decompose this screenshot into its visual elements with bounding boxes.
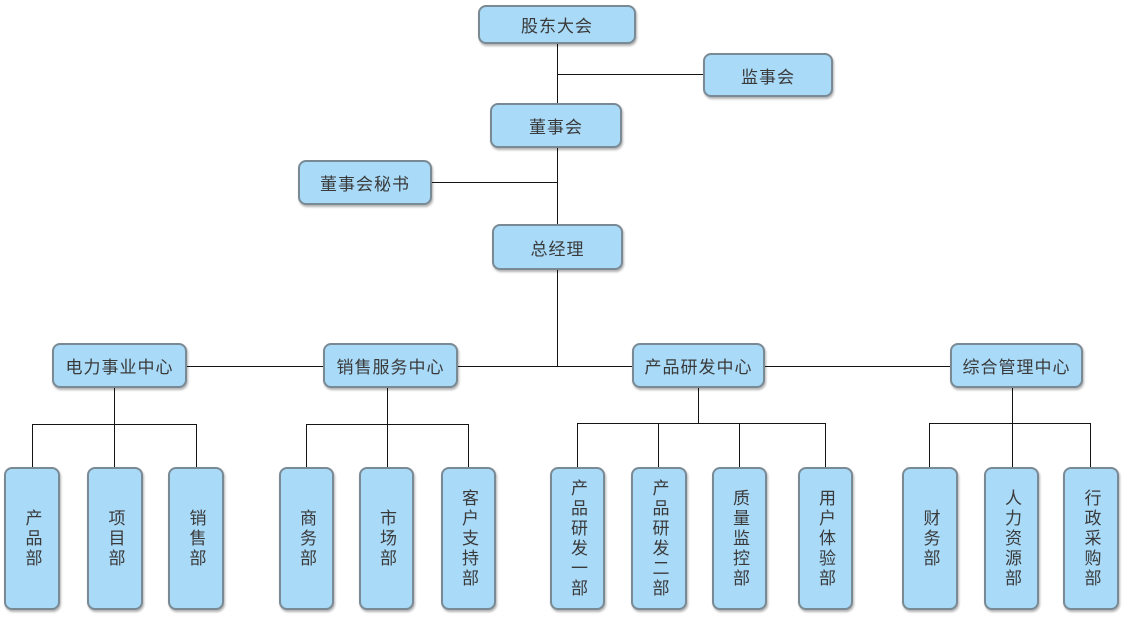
node-dept-sales[interactable]: 销售部: [168, 467, 224, 610]
node-center-general-management[interactable]: 综合管理中心: [950, 343, 1083, 388]
node-dept-admin-procurement[interactable]: 行政采购部: [1063, 467, 1119, 610]
node-general-manager[interactable]: 总经理: [492, 224, 623, 270]
connector-line: [929, 423, 930, 467]
connector-line: [698, 388, 699, 423]
node-shareholders-meeting[interactable]: 股东大会: [478, 5, 636, 44]
connector-line: [32, 424, 33, 467]
node-board-secretary[interactable]: 董事会秘书: [298, 160, 432, 205]
connector-line: [1090, 423, 1091, 467]
node-dept-quality-control[interactable]: 质量监控部: [712, 467, 767, 610]
connector-line: [739, 423, 740, 467]
connector-line: [196, 424, 197, 467]
connector-line: [114, 388, 115, 467]
node-dept-product[interactable]: 产品部: [4, 467, 60, 610]
connector-line: [557, 270, 558, 366]
connector-line: [1012, 388, 1013, 467]
connector-line: [432, 182, 557, 183]
connector-line: [825, 423, 826, 467]
node-center-product-rd[interactable]: 产品研发中心: [632, 343, 765, 388]
connector-line: [306, 424, 307, 467]
connector-line: [187, 366, 950, 367]
node-center-power-business[interactable]: 电力事业中心: [52, 343, 187, 388]
node-dept-user-experience[interactable]: 用户体验部: [798, 467, 853, 610]
node-dept-market[interactable]: 市场部: [359, 467, 414, 610]
node-dept-project[interactable]: 项目部: [87, 467, 143, 610]
node-supervisory-board[interactable]: 监事会: [703, 53, 833, 97]
node-dept-rd-1[interactable]: 产品研发一部: [550, 467, 605, 610]
connector-line: [306, 424, 468, 425]
connector-line: [929, 423, 1090, 424]
connector-line: [557, 74, 703, 75]
connector-line: [32, 424, 196, 425]
connector-line: [387, 388, 388, 467]
node-dept-rd-2[interactable]: 产品研发二部: [631, 467, 687, 610]
connector-line: [557, 148, 558, 224]
connector-line: [658, 423, 659, 467]
node-dept-finance[interactable]: 财务部: [902, 467, 958, 610]
node-board-of-directors[interactable]: 董事会: [490, 103, 622, 148]
connector-line: [577, 423, 578, 467]
node-dept-hr[interactable]: 人力资源部: [984, 467, 1039, 610]
connector-line: [468, 424, 469, 467]
connector-line: [577, 423, 825, 424]
node-center-sales-service[interactable]: 销售服务中心: [323, 343, 458, 388]
node-dept-customer-support[interactable]: 客户支持部: [441, 467, 496, 610]
node-dept-commerce[interactable]: 商务部: [279, 467, 334, 610]
connector-line: [557, 44, 558, 103]
